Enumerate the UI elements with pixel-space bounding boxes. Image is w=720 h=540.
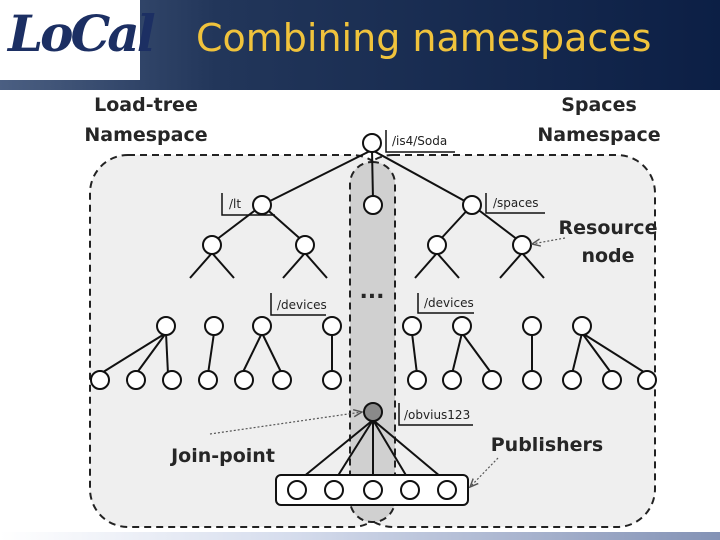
- path-label-brackets: [221, 130, 545, 426]
- tree-node: [156, 316, 176, 336]
- leaf-node: [198, 370, 218, 390]
- join-point-label: Join-point: [169, 445, 275, 467]
- slide-title: Combining namespaces: [196, 16, 652, 60]
- spaces-label-line1: Spaces: [561, 94, 637, 116]
- path-label-is4-soda: /is4/Soda: [392, 134, 447, 148]
- publisher-nodes: [287, 480, 457, 500]
- spaces-node: [462, 195, 482, 215]
- publishers-arrow: [470, 457, 499, 487]
- publisher-node: [324, 480, 344, 500]
- path-label-lt: /lt: [229, 197, 241, 211]
- tree-node: [512, 235, 532, 255]
- tree-node: [322, 316, 342, 336]
- spaces-label-line2: Namespace: [537, 124, 660, 146]
- publisher-node: [400, 480, 420, 500]
- ellipsis: ...: [359, 279, 384, 304]
- lt-node: [252, 195, 272, 215]
- tree-node: [252, 316, 272, 336]
- leaf-node: [602, 370, 622, 390]
- logo: LoCal: [0, 0, 156, 80]
- leaf-node: [272, 370, 292, 390]
- soda-child-node: [363, 195, 383, 215]
- tree-node: [202, 235, 222, 255]
- path-label-obvius123: /obvius123: [404, 408, 470, 422]
- load-tree-label-line1: Load-tree: [94, 94, 198, 116]
- path-label-devices-left: /devices: [277, 298, 327, 312]
- leaf-node: [637, 370, 657, 390]
- publisher-node: [437, 480, 457, 500]
- tree-node: [452, 316, 472, 336]
- tree-edges: [99, 149, 648, 483]
- leaf-node: [442, 370, 462, 390]
- tree-node: [204, 316, 224, 336]
- callout-arrows: [209, 237, 566, 487]
- title-bar: LoCal Combining namespaces: [0, 0, 720, 90]
- tree-node: [427, 235, 447, 255]
- bottom-bar: [0, 532, 720, 540]
- leaf-node: [562, 370, 582, 390]
- path-label-devices-right: /devices: [424, 296, 474, 310]
- resource-node-arrow: [532, 237, 566, 244]
- leaf-node: [162, 370, 182, 390]
- load-tree-namespace-region: [89, 154, 391, 528]
- leaf-node: [90, 370, 110, 390]
- publishers-label: Publishers: [491, 434, 603, 456]
- leaf-node: [522, 370, 542, 390]
- publisher-node: [363, 480, 383, 500]
- resource-node-label-line2: node: [581, 245, 634, 267]
- root-node: [362, 133, 382, 153]
- tree-node: [522, 316, 542, 336]
- join-point-node: [363, 402, 383, 422]
- logo-text: LoCal: [8, 4, 156, 63]
- publisher-node: [287, 480, 307, 500]
- leaf-node: [482, 370, 502, 390]
- tree-node: [402, 316, 422, 336]
- leaf-node: [126, 370, 146, 390]
- tree-node: [572, 316, 592, 336]
- tree-nodes: [90, 133, 657, 422]
- leaf-node: [234, 370, 254, 390]
- tree-node: [295, 235, 315, 255]
- resource-node-label-line1: Resource: [559, 217, 658, 239]
- load-tree-label-line2: Namespace: [84, 124, 207, 146]
- join-point-arrow: [209, 412, 362, 435]
- leaf-node: [322, 370, 342, 390]
- leaf-node: [407, 370, 427, 390]
- path-label-spaces: /spaces: [493, 196, 539, 210]
- spaces-namespace-region: [354, 154, 656, 528]
